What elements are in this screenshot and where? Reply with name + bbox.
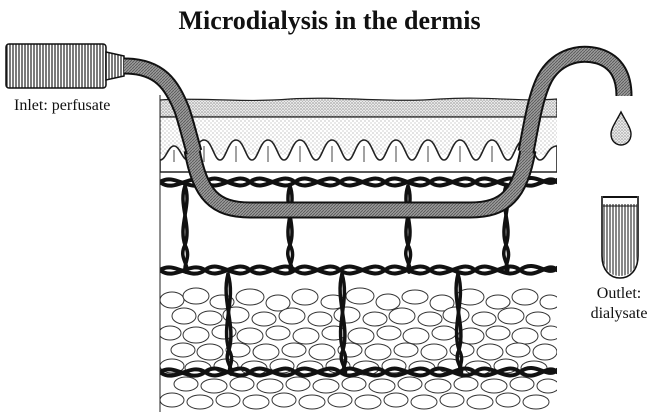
inlet-connector xyxy=(6,44,124,88)
skin-tissue xyxy=(159,98,561,409)
vessel-plexus-middle xyxy=(160,266,557,274)
inlet-tube xyxy=(124,66,194,152)
diagram-title: Microdialysis in the dermis xyxy=(0,6,659,36)
inlet-label: Inlet: perfusate xyxy=(14,96,110,116)
fat-cells xyxy=(159,288,561,409)
dialysate-drop xyxy=(611,112,631,145)
collection-vial xyxy=(602,196,638,278)
vessel-plexus-upper xyxy=(160,178,557,186)
outlet-label-line1: Outlet: xyxy=(584,284,654,304)
stratum-corneum xyxy=(160,98,557,117)
outlet-label: Outlet: dialysate xyxy=(584,284,654,324)
outlet-label-line2: dialysate xyxy=(584,304,654,324)
